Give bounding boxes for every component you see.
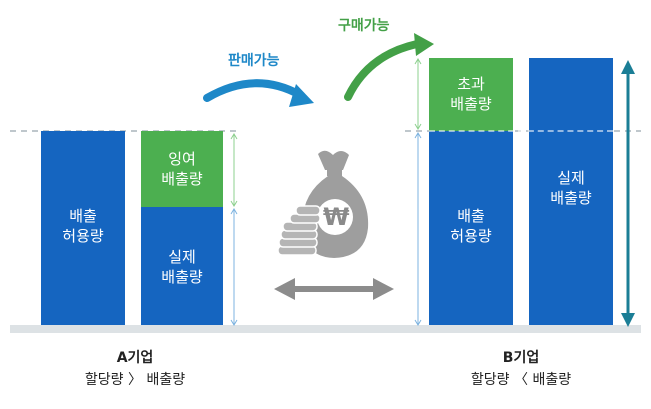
excess-label-b: 초과 배출량 [450,75,492,113]
actual-total-arrow-b [621,60,635,327]
company-a-caption: A기업 할당량 〉 배출량 [60,347,210,391]
allowance-level-line-over-b [429,130,613,132]
allowance-bracket-b [414,132,422,326]
company-a-name: A기업 [116,350,154,366]
coin-stack-icon [277,205,321,256]
surplus-bracket-a [230,133,238,207]
allowance-label-a: 배출 허용량 [62,207,104,245]
actual-label-b: 실제 배출량 [550,169,592,207]
excess-bar-b [429,58,513,131]
surplus-bar-a [141,131,223,207]
allowance-label-b: 배출 허용량 [450,207,492,245]
sell-arrow [203,79,314,107]
won-symbol: ₩ [323,203,350,231]
actual-bar-a [141,207,223,325]
sell-label: 판매가능 [228,53,280,69]
excess-bracket-b [414,58,422,130]
allowance-bar-a [41,131,125,325]
buy-arrow [344,33,434,101]
allowance-bar-b [429,131,513,325]
exchange-arrow [274,278,394,300]
money-bag-icon [302,150,369,258]
company-b-relation: 할당량 〈 배출량 [470,372,572,388]
company-b-name: B기업 [502,350,540,366]
actual-label-a: 실제 배출량 [161,248,203,286]
actual-bracket-a [230,208,238,326]
buy-label: 구매가능 [338,18,390,34]
baseline-bar [10,325,641,333]
company-b-caption: B기업 할당량 〈 배출량 [446,347,596,391]
actual-bar-b [529,58,613,325]
surplus-label-a: 잉여 배출량 [161,150,203,188]
company-a-relation: 할당량 〉 배출량 [84,372,186,388]
